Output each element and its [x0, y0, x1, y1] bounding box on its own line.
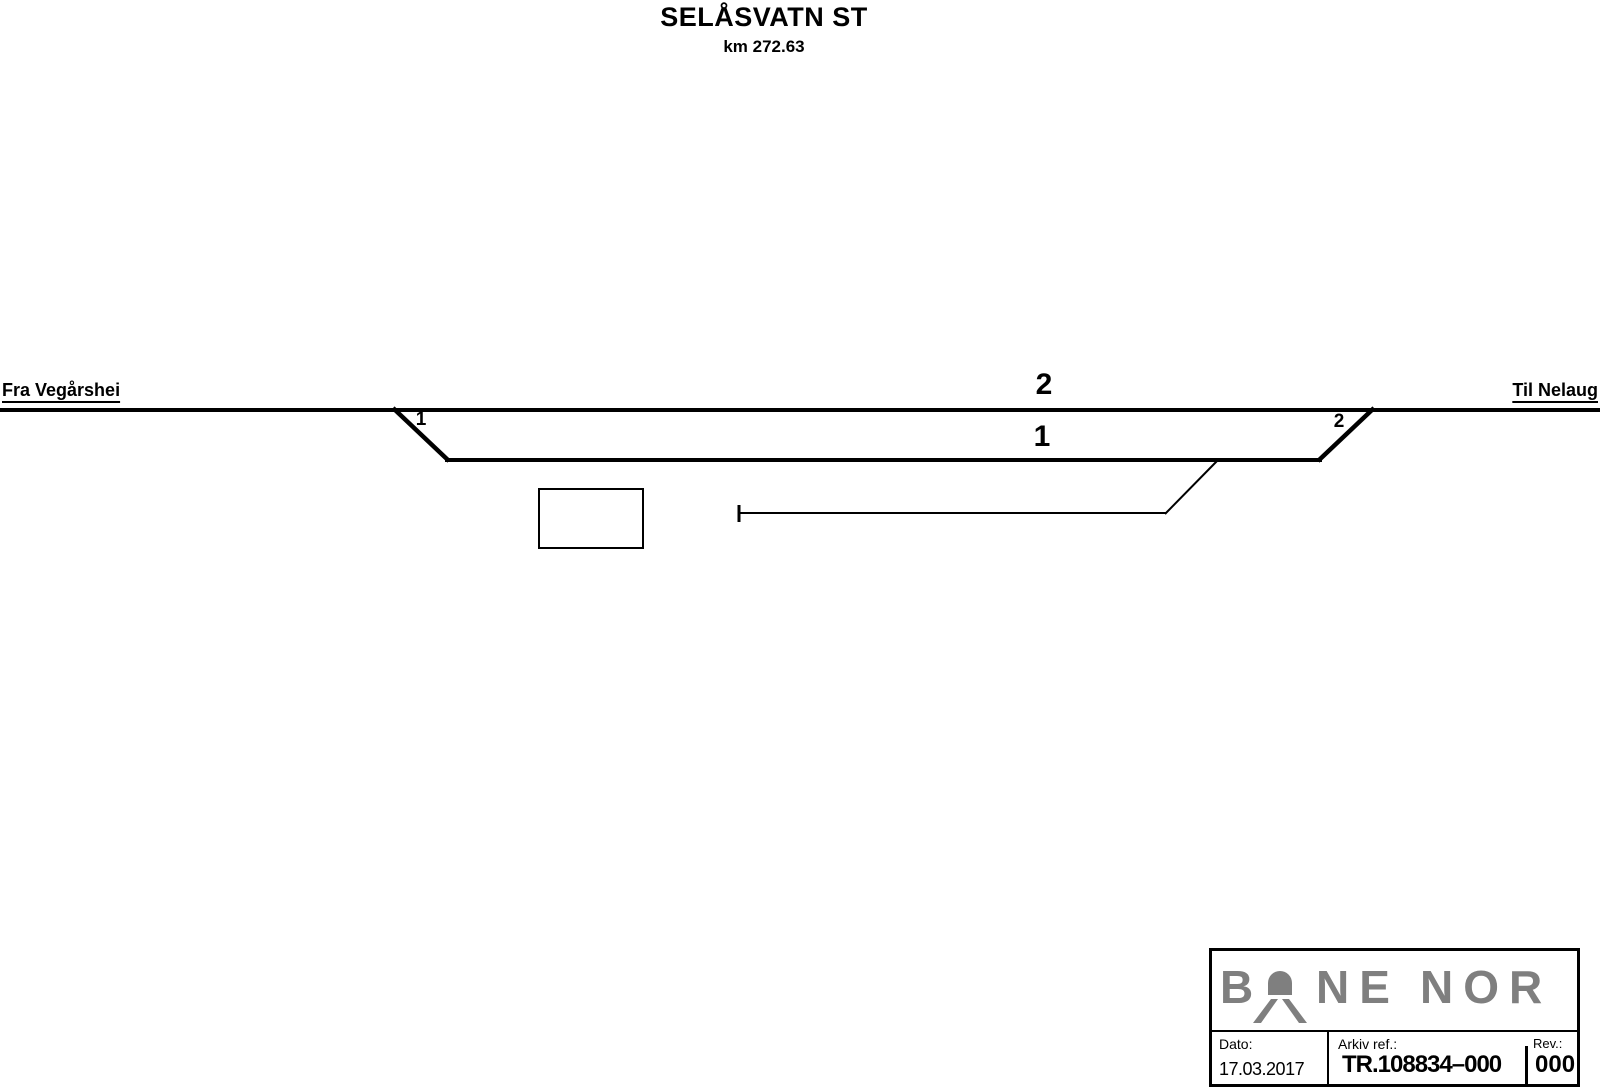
station-building-symbol	[538, 488, 644, 549]
dato-label: Dato:	[1219, 1036, 1253, 1052]
siding-connector-line	[1164, 460, 1218, 515]
track-2-label: 2	[1035, 368, 1053, 401]
page-title: SELÅSVATN ST	[660, 2, 868, 32]
logo-text-b: B	[1220, 961, 1253, 1013]
km-label: km 272.63	[723, 37, 805, 56]
to-direction-label: Til Nelaug	[1512, 380, 1598, 400]
title-block: B NE NOR Dato: 17.03.2017 Arkiv ref.: TR…	[1209, 948, 1580, 1087]
switch-2-label: 2	[1333, 411, 1345, 432]
left-switch-line	[391, 406, 451, 463]
rev-label: Rev.:	[1533, 1036, 1563, 1051]
rev-value: 000	[1535, 1051, 1576, 1078]
dato-value: 17.03.2017	[1219, 1059, 1305, 1079]
arkiv-ref-label: Arkiv ref.:	[1338, 1036, 1398, 1052]
switch-1-label: 1	[415, 409, 427, 430]
rev-divider	[1525, 1046, 1528, 1084]
logo-text-nor: NOR	[1420, 961, 1552, 1013]
right-switch-line	[1316, 406, 1376, 463]
tunnel-icon	[1253, 971, 1307, 1023]
bane-nor-logo: B NE NOR	[1220, 961, 1552, 1023]
dato-cell: Dato: 17.03.2017	[1212, 1032, 1329, 1084]
from-direction-label: Fra Vegårshei	[2, 380, 121, 400]
title-block-fields-row: Dato: 17.03.2017 Arkiv ref.: TR.108834–0…	[1212, 1030, 1577, 1084]
arkiv-ref-value: TR.108834–000	[1342, 1051, 1502, 1078]
logo-text-ne: NE	[1316, 961, 1400, 1013]
track-1-label: 1	[1033, 420, 1051, 453]
